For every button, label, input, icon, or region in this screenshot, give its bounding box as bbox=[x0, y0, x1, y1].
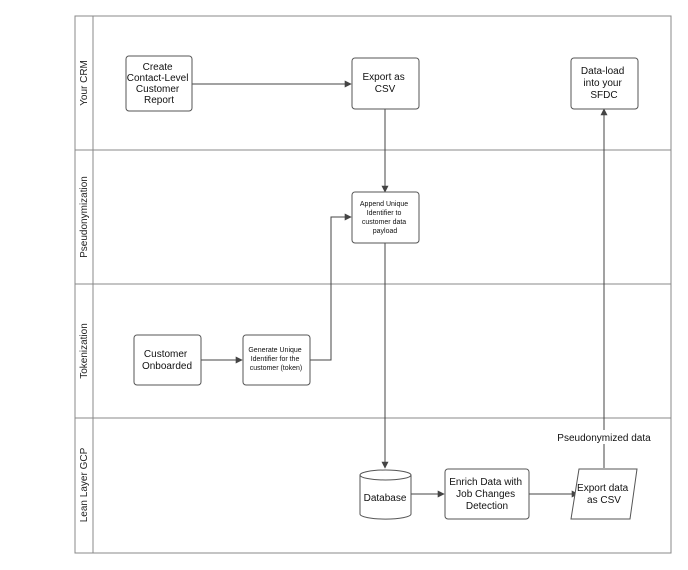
edges: Pseudonymized data bbox=[192, 80, 652, 498]
lane-label-your-crm: Your CRM bbox=[79, 60, 90, 106]
export-data-line-2: as CSV bbox=[587, 495, 621, 506]
node-append-identifier: Append Unique Identifier to customer dat… bbox=[351, 191, 420, 244]
lane-label-tokenization: Tokenization bbox=[79, 323, 90, 379]
append-id-line-2: Identifier to bbox=[367, 210, 402, 217]
export-data-line-1: Export data bbox=[577, 483, 629, 494]
customer-onboarded-line-1: Customer bbox=[144, 349, 188, 360]
lane-label-pseudonymization: Pseudonymization bbox=[79, 176, 90, 258]
generate-id-line-1: Generate Unique bbox=[248, 347, 301, 354]
dataload-line-1: Data-load bbox=[581, 66, 624, 77]
append-id-line-3: customer data bbox=[362, 219, 406, 226]
node-enrich-data: Enrich Data with Job Changes Detection bbox=[444, 468, 530, 520]
node-create-report: Create Contact-Level Customer Report bbox=[125, 55, 193, 112]
database-label: Database bbox=[364, 493, 407, 504]
create-report-line-4: Report bbox=[144, 95, 174, 106]
enrich-line-1: Enrich Data with bbox=[449, 477, 522, 488]
node-export-data-csv: Export data as CSV bbox=[570, 468, 638, 520]
node-dataload-sfdc: Data-load into your SFDC bbox=[570, 57, 639, 110]
node-generate-identifier: Generate Unique Identifier for the custo… bbox=[242, 334, 311, 386]
svg-text:Customer Onboarded: Customer Onboarded bbox=[142, 349, 192, 372]
svg-text:Create Contact-Level: Create Contact-Level Customer Report bbox=[127, 62, 191, 106]
edge-label-pseudonymized-data: Pseudonymized data bbox=[557, 433, 651, 444]
export-csv-line-1: Export as bbox=[362, 72, 404, 83]
svg-text:Database: Database bbox=[364, 493, 407, 504]
svg-text:Enrich Data with Job Cha: Enrich Data with Job Changes Detection bbox=[449, 477, 525, 512]
generate-id-line-2: Identifier for the bbox=[251, 356, 300, 363]
svg-text:Data-load into your: Data-load into your SFDC bbox=[581, 66, 627, 101]
create-report-line-1: Create bbox=[143, 62, 173, 73]
svg-text:Export data as CSV: Export data as CSV bbox=[577, 483, 631, 506]
svg-text:Append Unique Identifier: Append Unique Identifier to customer dat… bbox=[360, 201, 410, 235]
customer-onboarded-line-2: Onboarded bbox=[142, 361, 192, 372]
append-id-line-1: Append Unique bbox=[360, 201, 408, 208]
create-report-line-2: Contact-Level bbox=[127, 73, 189, 84]
create-report-line-3: Customer bbox=[136, 84, 180, 95]
node-export-as-csv: Export as CSV bbox=[351, 57, 420, 110]
append-id-line-4: payload bbox=[373, 228, 398, 235]
svg-text:Generate Unique Identifi: Generate Unique Identifier for the custo… bbox=[248, 347, 303, 372]
edge-generate-to-append bbox=[310, 213, 352, 361]
enrich-line-3: Detection bbox=[466, 501, 508, 512]
dataload-line-3: SFDC bbox=[590, 90, 617, 101]
svg-text:Export as CSV: Export as CSV bbox=[362, 72, 407, 95]
database-icon bbox=[359, 469, 412, 481]
export-csv-line-2: CSV bbox=[375, 84, 396, 95]
node-customer-onboarded: Customer Onboarded bbox=[133, 334, 202, 386]
enrich-line-2: Job Changes bbox=[456, 489, 515, 500]
node-database: Database bbox=[359, 469, 412, 520]
dataload-line-2: into your bbox=[583, 78, 622, 89]
generate-id-line-3: customer (token) bbox=[250, 365, 303, 372]
lane-label-lean-layer-gcp: Lean Layer GCP bbox=[79, 447, 90, 522]
